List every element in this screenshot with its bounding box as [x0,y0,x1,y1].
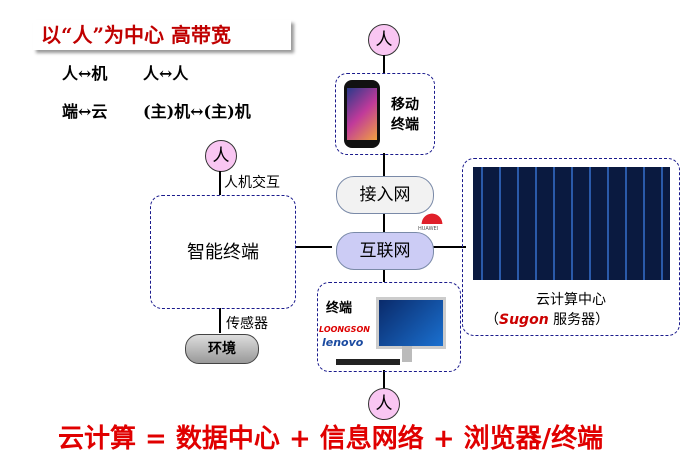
person-icon: 人 [205,140,237,172]
huawei-logo-icon [420,212,444,224]
slide-title: 以“人”为中心 高带宽 [33,20,291,50]
sugon-logo: Sugon [499,312,549,328]
arrow-line [383,370,385,388]
huawei-logo-text: HUAWEI [418,226,439,232]
arrow-line [383,268,385,282]
formula-text: 云计算 = 数据中心 + 信息网络 + 浏览器/终端 [58,424,604,454]
desktop-computer-icon [376,297,446,349]
arrow-line [383,153,385,176]
person-icon: 人 [368,388,400,420]
smart-terminal-label: 智能终端 [187,242,259,263]
relation-host-host: (主)机↔(主)机 [143,102,251,121]
mobile-terminal-label: 移动终端 [391,97,419,133]
hci-label: 人机交互 [224,175,280,191]
arrow-line [430,246,466,248]
access-network-cloud: 接入网 [336,176,434,214]
smartphone-icon [344,80,380,148]
terminal-box: 终端 LOONGSON lenovo [317,282,461,372]
arrow-line [383,55,385,73]
cloud-computing-center-box: 云计算中心 （Sugon 服务器） [462,158,680,336]
relation-terminal-cloud: 端↔云 [62,102,108,121]
sensor-label: 传感器 [226,316,268,332]
lenovo-logo: lenovo [322,336,364,349]
arrow-line [219,171,221,195]
mobile-terminal-box: 移动终端 [335,73,435,155]
loongson-logo: LOONGSON [319,325,370,334]
smart-terminal-box: 智能终端 [150,195,296,309]
environment-node: 环境 [185,334,259,364]
arrow-line [296,246,332,248]
server-room-image [473,167,670,280]
person-icon: 人 [368,24,400,56]
sugon-server-label: （Sugon 服务器） [485,312,610,328]
internet-cloud: 互联网 [336,232,434,270]
relation-human-human: 人↔人 [143,64,189,83]
arrow-line [383,212,385,232]
relation-human-machine: 人↔机 [62,64,108,83]
arrow-line [219,308,221,333]
cloud-center-label: 云计算中心 [536,292,606,308]
terminal-label: 终端 [326,301,353,316]
